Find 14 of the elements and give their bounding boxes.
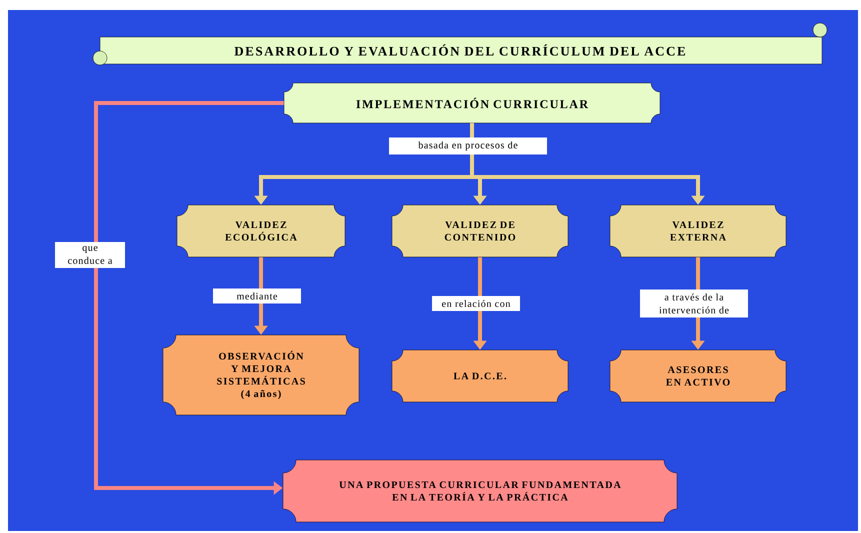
edge-label: a través de la intervención de xyxy=(640,289,748,318)
edge-label: en relación con xyxy=(432,296,520,312)
plaque-box: UNA PROPUESTA CURRICULAR FUNDAMENTADA EN LA TEORÍA Y LA PRÁCTICA xyxy=(282,460,678,522)
plaque-box: VALIDEZ DE CONTENIDO xyxy=(392,204,568,258)
plaque-box: LA D.C.E. xyxy=(392,350,568,402)
plaque-box: OBSERVACIÓN Y MEJORA SISTEMÁTICAS (4 años) xyxy=(162,334,360,416)
edge-label: basada en procesos de xyxy=(389,137,547,155)
plaque-box: ASESORES EN ACTIVO xyxy=(610,350,786,402)
title-scroll: DESARROLLO Y EVALUACIÓN DEL CURRÍCULUM DEL ACCE xyxy=(92,22,828,66)
plaque-box: VALIDEZ ECOLÓGICA xyxy=(176,204,346,258)
plaque-box: IMPLEMENTACIÓN CURRICULAR xyxy=(284,82,660,124)
edge-label: que conduce a xyxy=(55,242,125,268)
edge-label: mediante xyxy=(213,288,301,304)
plaque-box: VALIDEZ EXTERNA xyxy=(610,204,786,258)
